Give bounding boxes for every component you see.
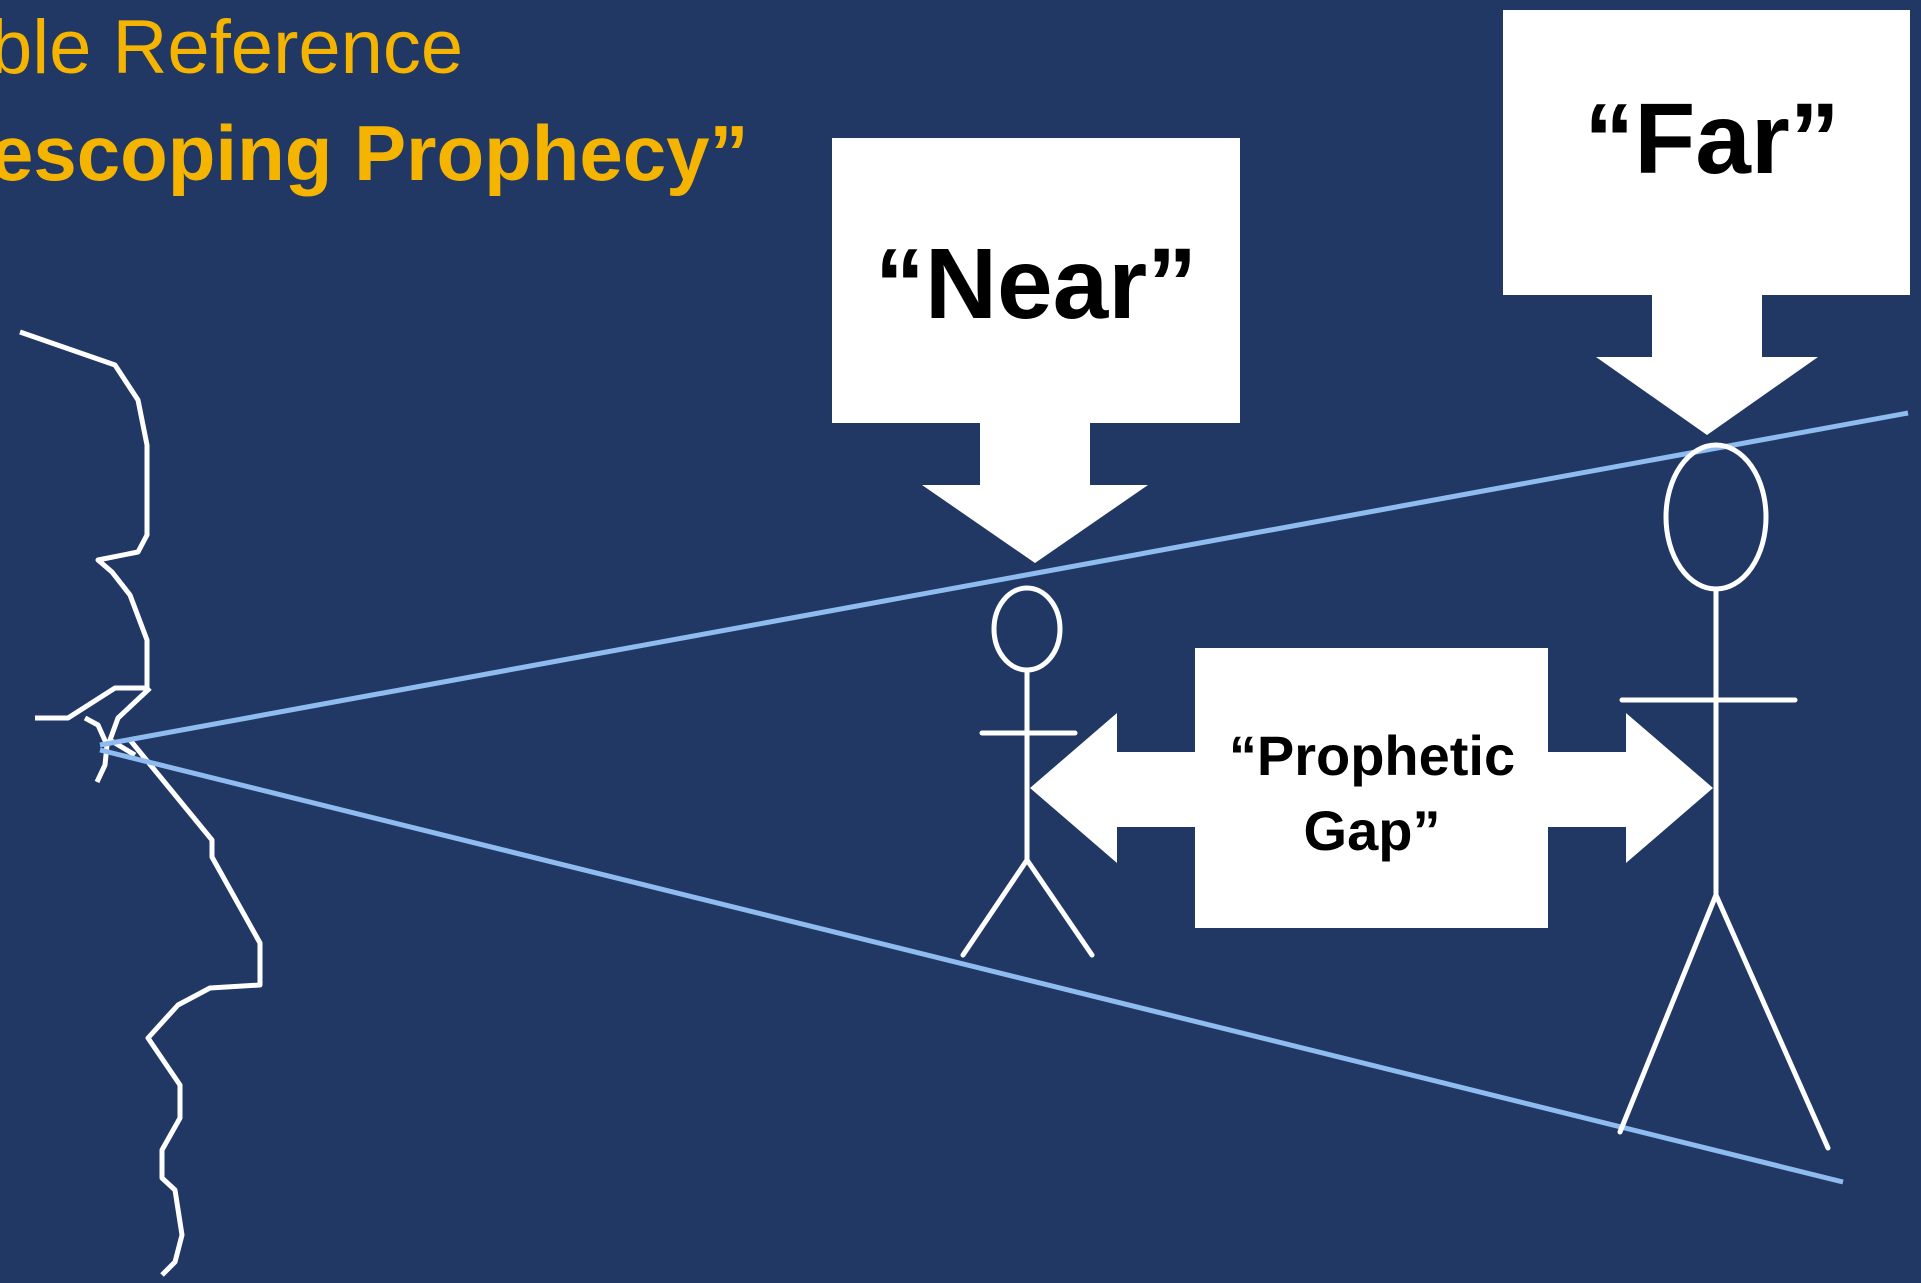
observer-eye: [107, 686, 152, 758]
far-figure-left-leg: [1617, 892, 1719, 1135]
far-figure-head: [1663, 442, 1769, 592]
slide-title-line-2: escoping Prophecy”: [0, 109, 749, 197]
gap-callout-shape: [1030, 648, 1713, 928]
upper-sight-line: [99, 410, 1909, 748]
gap-label-line-1: “Prophetic: [1229, 724, 1515, 787]
near-figure-left-leg: [960, 857, 1030, 958]
far-callout-shape: [1503, 10, 1910, 435]
near-label: “Near”: [875, 228, 1197, 340]
far-label: “Far”: [1584, 83, 1840, 195]
near-figure-head: [991, 585, 1063, 673]
lower-sight-line: [99, 747, 1844, 1185]
observer-chin-neck: [128, 738, 263, 1277]
near-figure: [960, 585, 1095, 958]
gap-callout: “Prophetic Gap”: [1030, 648, 1713, 928]
far-figure-right-leg: [1713, 892, 1831, 1151]
far-callout: “Far”: [1503, 10, 1910, 435]
near-callout: “Near”: [832, 138, 1240, 563]
near-figure-right-leg: [1024, 857, 1095, 958]
far-figure: [1617, 442, 1831, 1151]
gap-label-line-2: Gap”: [1304, 799, 1441, 862]
observer-profile: [19, 329, 150, 721]
slide-title-line-1: ble Reference: [0, 5, 464, 90]
near-callout-shape: [832, 138, 1240, 563]
